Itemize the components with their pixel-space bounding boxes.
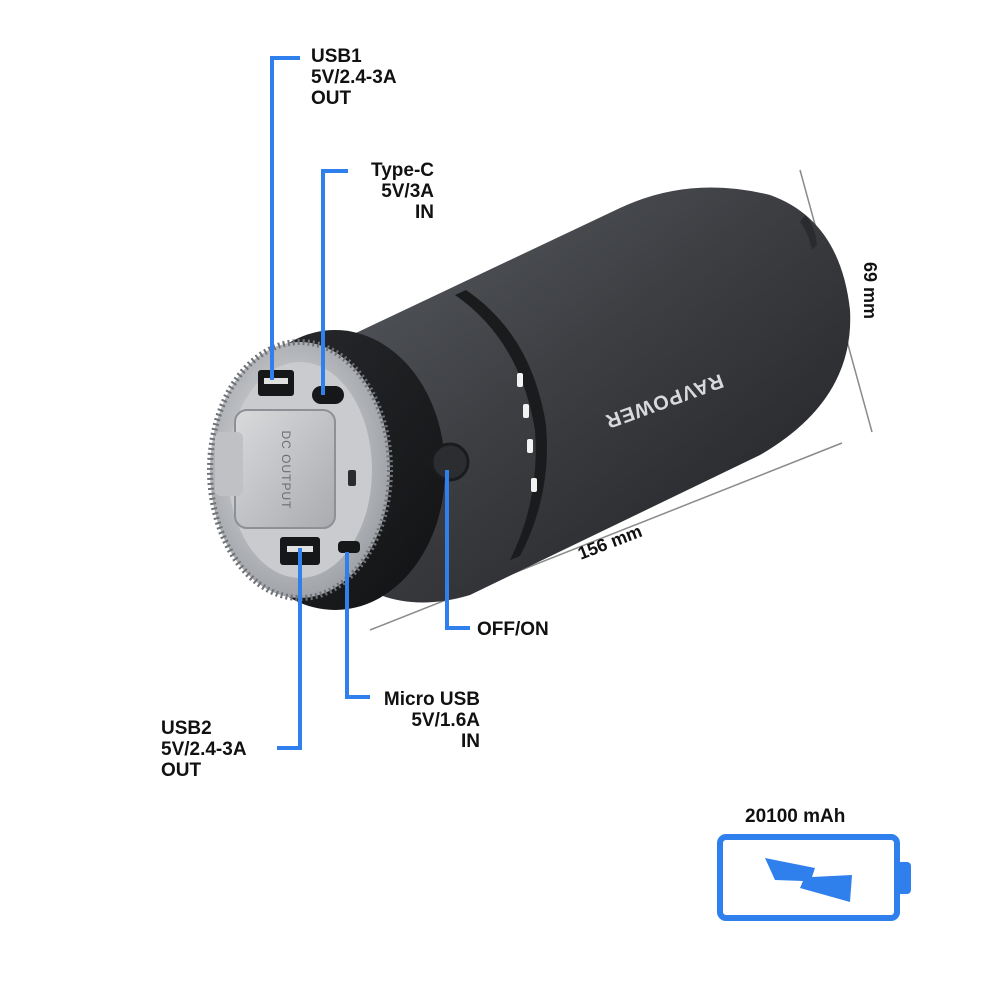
micro-usb-direction: IN	[461, 731, 480, 752]
usb1-spec: 5V/2.4-3A	[311, 67, 397, 88]
usb1-label: USB1 5V/2.4-3A OUT	[311, 46, 397, 109]
usb2-callout-line	[277, 548, 302, 750]
led-indicators	[517, 373, 537, 492]
lightning-bolt-icon	[765, 858, 852, 902]
usb1-direction: OUT	[311, 88, 352, 109]
capacity-label: 20100 mAh	[745, 806, 846, 827]
micro-usb-name: Micro USB	[383, 689, 480, 710]
power-button-label: OFF/ON	[477, 619, 549, 640]
usb2-name: USB2	[161, 718, 212, 739]
usb2-spec: 5V/2.4-3A	[161, 739, 247, 760]
micro-usb-port	[338, 541, 360, 553]
type-c-direction: IN	[415, 202, 434, 223]
usb2-label: USB2 5V/2.4-3A OUT	[161, 718, 247, 781]
type-c-callout-line	[321, 169, 348, 395]
power-button-callout-line	[445, 470, 470, 630]
type-c-label: Type-C 5V/3A IN	[371, 160, 434, 223]
power-button	[430, 442, 470, 482]
usb2-direction: OUT	[161, 760, 202, 781]
micro-usb-callout-line	[345, 552, 370, 699]
usb1-callout-line	[270, 56, 300, 380]
power-button-text: OFF/ON	[477, 619, 549, 640]
micro-usb-label: Micro USB 5V/1.6A IN	[384, 689, 480, 752]
type-c-name: Type-C	[371, 160, 434, 181]
power-bank-body: RAVPOWER DC OUTPUT	[207, 187, 851, 610]
battery-icon	[717, 834, 911, 921]
cover-text: DC OUTPUT	[279, 431, 293, 510]
type-c-spec: 5V/3A	[381, 181, 434, 202]
diameter-label: 69 mm	[860, 262, 880, 320]
usb1-name: USB1	[311, 46, 362, 67]
type-c-port	[312, 386, 344, 404]
micro-usb-spec: 5V/1.6A	[411, 710, 480, 731]
